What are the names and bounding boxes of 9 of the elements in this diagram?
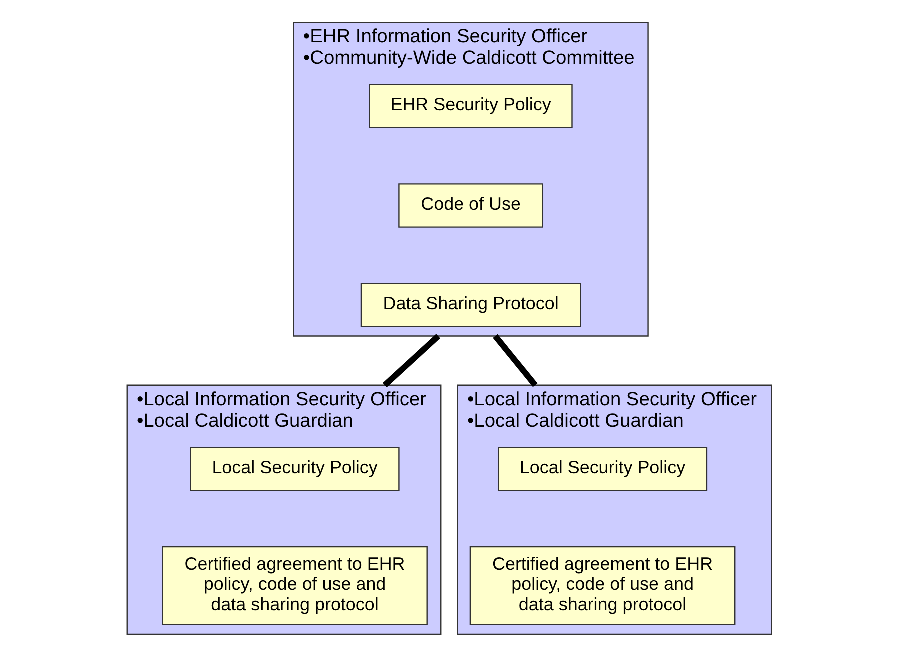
node-box: Code of Use (398, 184, 543, 228)
node-box: Data Sharing Protocol (360, 283, 581, 328)
connector (492, 334, 538, 388)
node-box: Certified agreement to EHR policy, code of use and data sharing protocol (162, 546, 428, 626)
node-box: Local Security Policy (190, 447, 400, 492)
connector (382, 334, 440, 388)
node-box: Local Security Policy (498, 447, 708, 492)
node-box: Certified agreement to EHR policy, code of use and data sharing protocol (469, 546, 736, 626)
node-box: EHR Security Policy (368, 84, 572, 129)
